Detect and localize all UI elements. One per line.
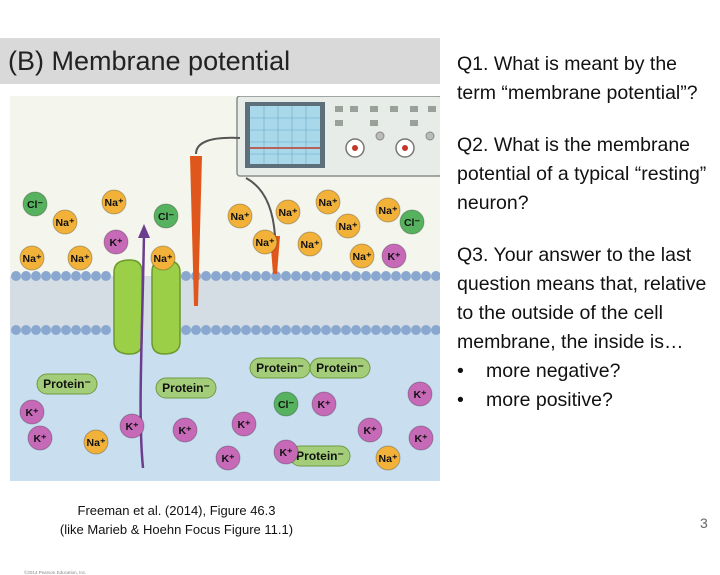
lipid-bilayer: [10, 271, 441, 335]
cl-label: Cl⁻: [158, 211, 175, 223]
k-ion: K⁺: [381, 243, 407, 269]
na-label: Na⁺: [339, 221, 358, 233]
page-number: 3: [700, 515, 708, 531]
k-label: K⁺: [413, 389, 427, 401]
protein-label: Protein⁻: [43, 377, 91, 391]
na-ion: Na⁺: [19, 245, 45, 271]
k-efflux-arrow: [138, 224, 150, 469]
k-ion: K⁺: [103, 229, 129, 255]
questions-panel: Q1. What is meant by the term “membrane …: [457, 50, 713, 415]
na-ion: Na⁺: [67, 245, 93, 271]
na-ion: Na⁺: [349, 243, 375, 269]
k-label: K⁺: [125, 421, 139, 433]
na-ion: Na⁺: [150, 245, 176, 271]
protein-label: Protein⁻: [316, 361, 364, 375]
na-label: Na⁺: [154, 253, 173, 265]
protein-anion: Protein⁻: [309, 357, 371, 379]
k-label: K⁺: [237, 419, 251, 431]
na-ion: Na⁺: [315, 189, 341, 215]
k-ion: K⁺: [357, 417, 383, 443]
cl-label: Cl⁻: [27, 199, 44, 211]
membrane-diagram: Protein⁻ Protein⁻ Protein⁻ Protein⁻ Protein⁻…: [10, 95, 443, 481]
k-label: K⁺: [387, 251, 401, 263]
k-ion: K⁺: [408, 425, 434, 451]
option-more-negative: more negative?: [457, 357, 713, 386]
k-ion: K⁺: [172, 417, 198, 443]
na-ion: Na⁺: [227, 203, 253, 229]
option-more-positive: more positive?: [457, 386, 713, 415]
protein-label: Protein⁻: [162, 381, 210, 395]
na-label: Na⁺: [71, 253, 90, 265]
na-label: Na⁺: [319, 197, 338, 209]
cl-label: Cl⁻: [404, 217, 421, 229]
protein-anion: Protein⁻: [36, 373, 98, 395]
na-label: Na⁺: [379, 453, 398, 465]
na-label: Na⁺: [379, 205, 398, 217]
na-label: Na⁺: [353, 251, 372, 263]
na-label: Na⁺: [279, 207, 298, 219]
figure-caption: Freeman et al. (2014), Figure 46.3 (like…: [14, 501, 339, 539]
question-2: Q2. What is the membrane potential of a …: [457, 134, 707, 214]
k-label: K⁺: [33, 433, 47, 445]
protein-anion: Protein⁻: [289, 445, 351, 467]
protein-anion: Protein⁻: [249, 357, 311, 379]
k-label: K⁺: [221, 453, 235, 465]
k-ion: K⁺: [215, 445, 241, 471]
recording-electrode: [190, 156, 202, 306]
k-ion: K⁺: [119, 413, 145, 439]
k-label: K⁺: [109, 237, 123, 249]
wire-inner: [195, 136, 241, 155]
k-label: K⁺: [414, 433, 428, 445]
k-ion: K⁺: [27, 425, 53, 451]
na-ion: Na⁺: [335, 213, 361, 239]
question-3: Q3. Your answer to the last question mea…: [457, 244, 707, 353]
na-ion: Na⁺: [52, 209, 78, 235]
question-1: Q1. What is meant by the term “membrane …: [457, 53, 698, 104]
slide-title: (B) Membrane potential: [8, 46, 291, 76]
figure-credit: ©2014 Pearson Education, Inc.: [24, 570, 87, 575]
k-label: K⁺: [279, 447, 293, 459]
na-label: Na⁺: [23, 253, 42, 265]
membrane-figure: Protein⁻ Protein⁻ Protein⁻ Protein⁻ Protein⁻…: [10, 95, 443, 575]
cl-label: Cl⁻: [278, 399, 295, 411]
cl-ion: Cl⁻: [399, 209, 425, 235]
k-label: K⁺: [178, 425, 192, 437]
na-label: Na⁺: [231, 211, 250, 223]
protein-label: Protein⁻: [296, 449, 344, 463]
k-label: K⁺: [363, 425, 377, 437]
cl-ion: Cl⁻: [273, 391, 299, 417]
na-label: Na⁺: [301, 239, 320, 251]
title-bar: (B) Membrane potential: [0, 38, 440, 84]
oscilloscope-screen: [250, 106, 320, 164]
k-ion: K⁺: [19, 399, 45, 425]
na-label: Na⁺: [87, 437, 106, 449]
na-ion: Na⁺: [101, 189, 127, 215]
na-ion: Na⁺: [275, 199, 301, 225]
na-ion: Na⁺: [375, 197, 401, 223]
oscilloscope: [236, 95, 443, 177]
protein-label: Protein⁻: [256, 361, 304, 375]
na-label: Na⁺: [56, 217, 75, 229]
answer-options: more negative? more positive?: [457, 357, 713, 415]
na-ion: Na⁺: [297, 231, 323, 257]
k-ion: K⁺: [231, 411, 257, 437]
protein-anion: Protein⁻: [155, 377, 217, 399]
caption-line-2: (like Marieb & Hoehn Focus Figure 11.1): [59, 522, 294, 537]
na-ion: Na⁺: [252, 229, 278, 255]
k-ion: K⁺: [311, 391, 337, 417]
cl-ion: Cl⁻: [153, 203, 179, 229]
caption-line-1: Freeman et al. (2014), Figure 46.3: [77, 503, 276, 518]
na-ion: Na⁺: [83, 429, 109, 455]
k-ion: K⁺: [273, 439, 299, 465]
ion-channel: [113, 259, 181, 355]
k-label: K⁺: [317, 399, 331, 411]
na-label: Na⁺: [256, 237, 275, 249]
na-ion: Na⁺: [375, 445, 401, 471]
wire-outer: [245, 177, 276, 237]
cl-ion: Cl⁻: [22, 191, 48, 217]
na-label: Na⁺: [105, 197, 124, 209]
k-label: K⁺: [25, 407, 39, 419]
k-ion: K⁺: [407, 381, 433, 407]
